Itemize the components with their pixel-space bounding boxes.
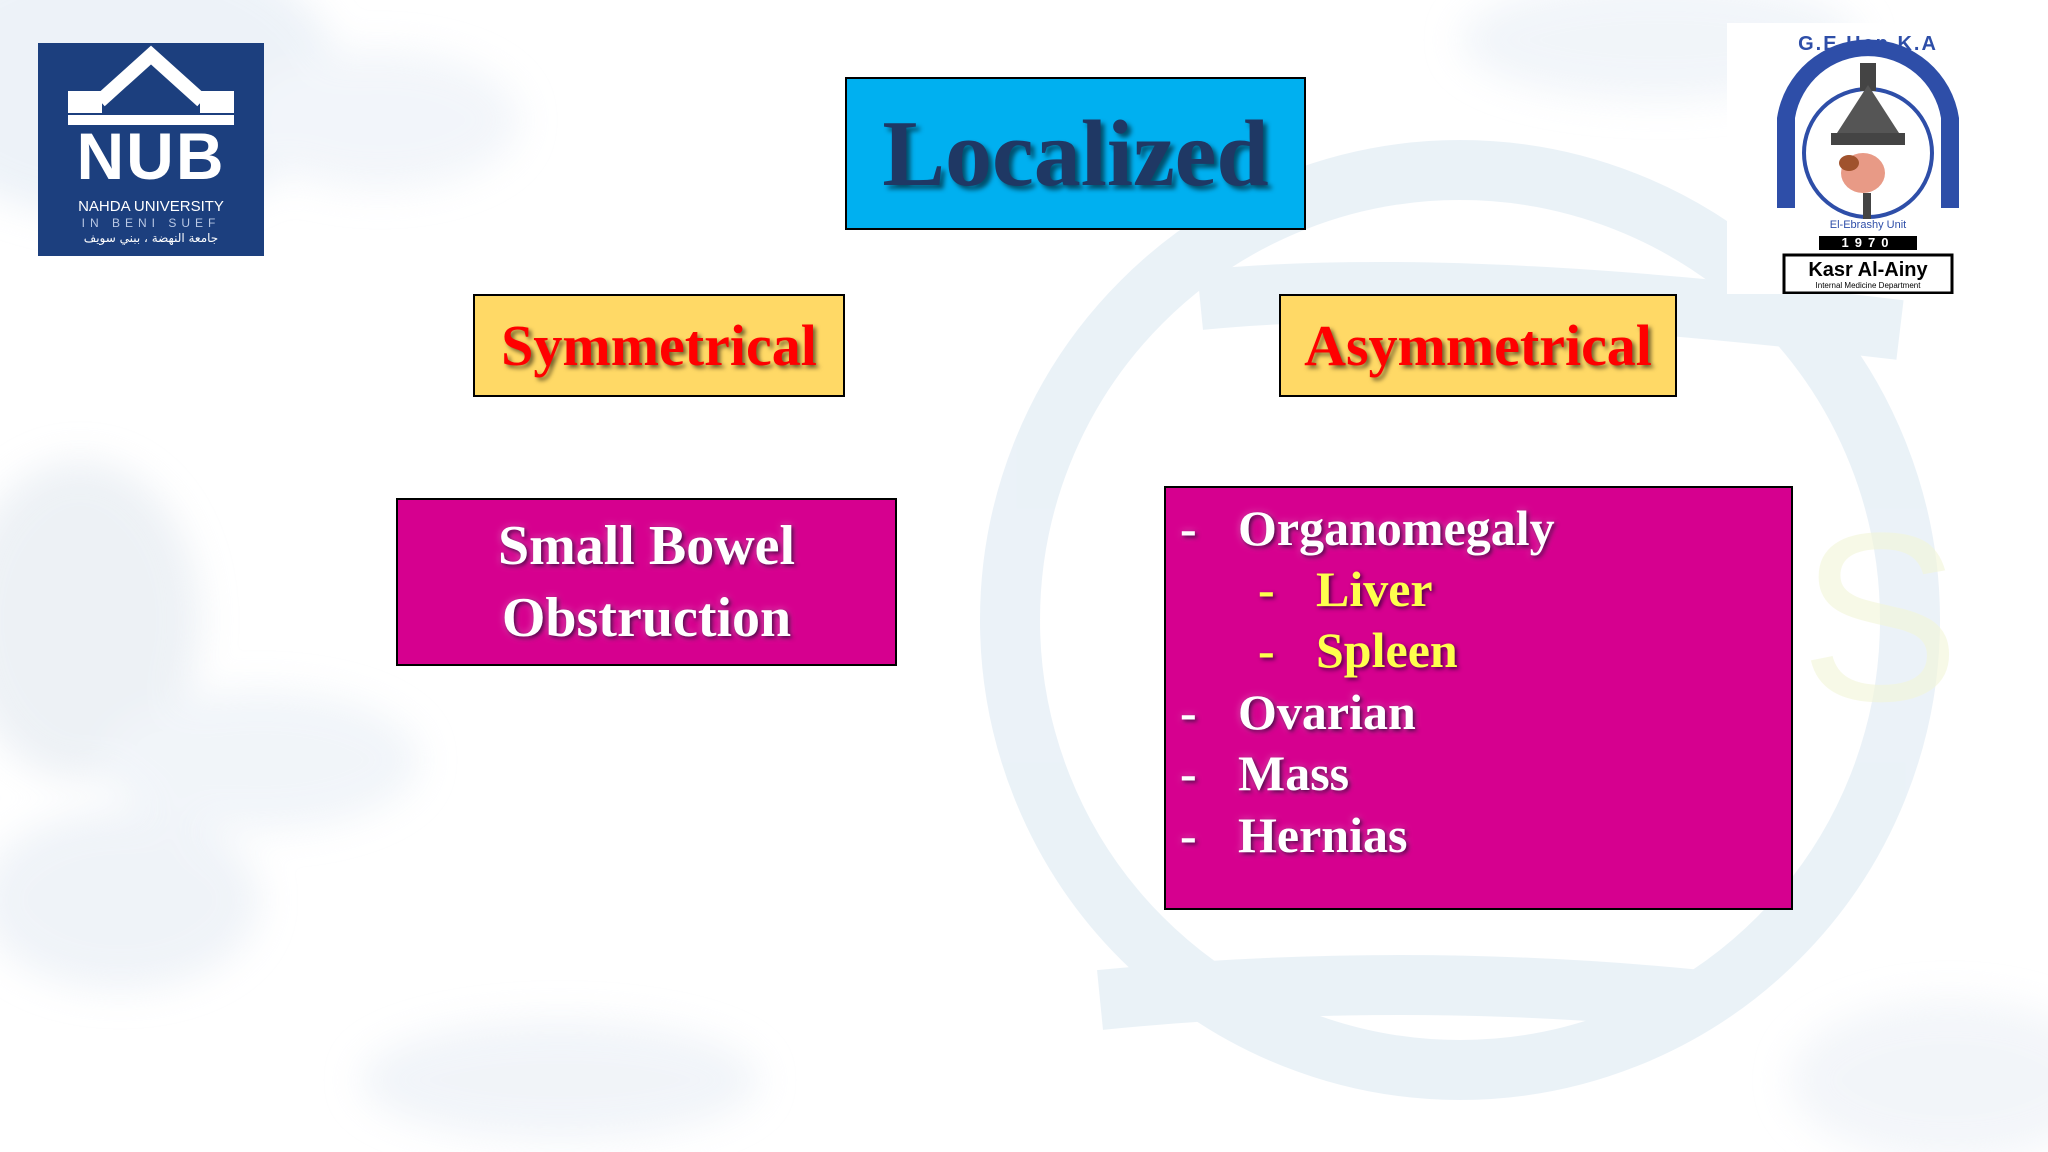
list-bullet: - bbox=[1180, 745, 1197, 801]
kasr-emblem-icon bbox=[1777, 39, 1959, 295]
asymmetrical-label: Asymmetrical bbox=[1304, 313, 1652, 378]
title-box: Localized bbox=[845, 77, 1306, 230]
slide-title: Localized bbox=[882, 101, 1269, 206]
list-bullet: - bbox=[1180, 807, 1197, 863]
nub-logo: NUB NAHDA UNIVERSITY IN BENI SUEF جامعة … bbox=[38, 43, 264, 256]
nub-emblem-icon bbox=[68, 45, 234, 125]
kasr-subtitle: Internal Medicine Department bbox=[1815, 281, 1921, 290]
symmetrical-content-line1: Small Bowel bbox=[497, 515, 796, 577]
asymmetrical-box: Asymmetrical bbox=[1279, 294, 1677, 397]
list-item-text: Spleen bbox=[1316, 622, 1458, 678]
kasr-name: Kasr Al-Ainy bbox=[1808, 259, 1928, 281]
symmetrical-box: Symmetrical bbox=[473, 294, 845, 397]
list-bullet: - bbox=[1180, 684, 1197, 740]
list-item-text: Organomegaly bbox=[1238, 500, 1555, 556]
asymmetrical-list-box: - Organomegaly - Liver - Spleen - Ovaria… bbox=[1164, 486, 1793, 910]
nub-location: IN BENI SUEF bbox=[81, 216, 221, 230]
nub-arabic: جامعة النهضة ، ببني سويف bbox=[83, 231, 219, 245]
small-bowel-obstruction-box: Small Bowel Obstruction bbox=[396, 498, 897, 666]
kasr-unit: El-Ebrashy Unit bbox=[1829, 219, 1907, 231]
list-bullet: - bbox=[1258, 622, 1275, 678]
list-item-text: Hernias bbox=[1238, 807, 1408, 863]
kasr-year: 1970 bbox=[1841, 235, 1895, 250]
nub-acronym: NUB bbox=[76, 119, 226, 193]
list-item-text: Mass bbox=[1238, 745, 1350, 801]
symmetrical-content-line2: Obstruction bbox=[501, 587, 792, 649]
list-item-text: Ovarian bbox=[1238, 684, 1416, 740]
nub-name: NAHDA UNIVERSITY bbox=[78, 198, 224, 215]
list-bullet: - bbox=[1258, 561, 1275, 617]
list-item-text: Liver bbox=[1316, 561, 1433, 617]
kasr-al-ainy-logo: G.E.Hep.K.A El-Ebrashy Unit 1970 Kasr Al… bbox=[1727, 23, 2009, 295]
svg-text:S: S bbox=[1800, 483, 1960, 751]
kasr-ring-text: G.E.Hep.K.A bbox=[1798, 33, 1938, 55]
symmetrical-label: Symmetrical bbox=[501, 313, 817, 378]
list-bullet: - bbox=[1180, 500, 1197, 556]
